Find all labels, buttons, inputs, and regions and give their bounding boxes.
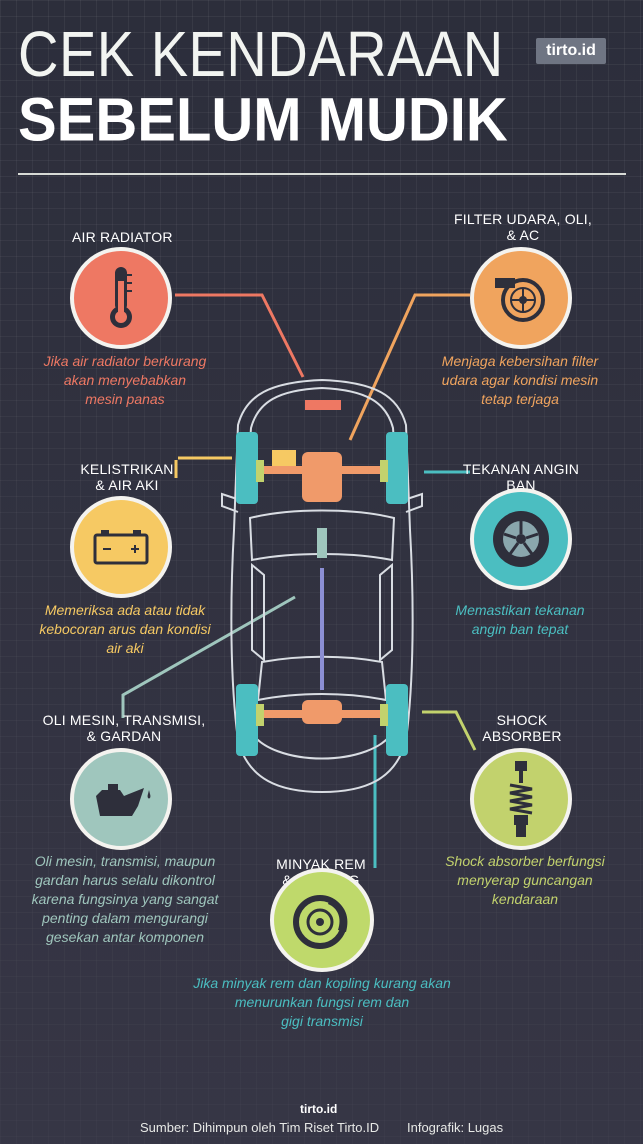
footer-logo: tirto.id bbox=[300, 1102, 338, 1116]
battery-description: Memeriksa ada atau tidak kebocoran arus … bbox=[39, 602, 211, 656]
wheel-rear-right bbox=[386, 684, 408, 756]
oil-can-icon bbox=[96, 784, 151, 816]
transmission-part bbox=[317, 528, 327, 558]
connector-filter bbox=[348, 293, 470, 441]
oil-label: OLI MESIN, TRANSMISI, & GARDAN bbox=[42, 712, 206, 744]
tirto-logo: tirto.id bbox=[536, 38, 606, 64]
differential bbox=[302, 700, 342, 724]
radiator-description: Jika air radiator berkurang akan menyeba… bbox=[43, 353, 207, 407]
filter-label: FILTER UDARA, OLI, & AC bbox=[454, 211, 592, 243]
footer-source: Sumber: Dihimpun oleh Tim Riset Tirto.ID bbox=[140, 1120, 380, 1135]
filter-description: Menjaga kebersihan filter udara agar kon… bbox=[441, 353, 599, 407]
header-divider bbox=[18, 173, 626, 175]
tire-description: Memastikan tekanan angin ban tepat bbox=[455, 602, 585, 637]
engine-block bbox=[302, 452, 342, 502]
footer-credit: Infografik: Lugas bbox=[407, 1120, 504, 1135]
title-line-1: CEK KENDARAAN bbox=[18, 17, 504, 90]
radiator-circle bbox=[70, 247, 172, 349]
shock-label: SHOCK ABSORBER bbox=[482, 712, 562, 744]
battery-circle bbox=[70, 496, 172, 598]
filter-circle bbox=[470, 247, 572, 349]
oil-description: Oli mesin, transmisi, maupun gardan haru… bbox=[31, 853, 219, 945]
connector-oil bbox=[121, 595, 296, 718]
shock-rear-right bbox=[380, 704, 388, 726]
shock-front-right bbox=[380, 460, 388, 482]
shock-description: Shock absorber berfungsi menyerap guncan… bbox=[445, 853, 605, 907]
title-line-2: SEBELUM MUDIK bbox=[18, 85, 508, 155]
battery-label: KELISTRIKAN & AIR AKI bbox=[80, 461, 174, 493]
brake-circle bbox=[270, 868, 374, 972]
radiator-label: AIR RADIATOR bbox=[72, 229, 173, 245]
battery-icon bbox=[93, 530, 149, 565]
thermometer-icon bbox=[110, 267, 132, 328]
shock-front-left bbox=[256, 460, 264, 482]
battery-part bbox=[272, 450, 296, 466]
connector-radiator bbox=[175, 293, 305, 378]
wheel-front-left bbox=[236, 432, 258, 504]
brake-description: Jika minyak rem dan kopling kurang akan … bbox=[193, 975, 451, 1029]
oil-circle bbox=[70, 748, 172, 850]
shock-circle bbox=[470, 748, 572, 850]
shock-rear-left bbox=[256, 704, 264, 726]
radiator-part bbox=[305, 400, 341, 410]
shock-absorber-icon bbox=[509, 761, 533, 837]
turbo-fan-icon bbox=[495, 278, 545, 322]
wheel-icon bbox=[493, 511, 549, 567]
connector-shock bbox=[422, 710, 477, 751]
wheel-front-right bbox=[386, 432, 408, 504]
wheel-rear-left bbox=[236, 684, 258, 756]
brake-disc-icon bbox=[293, 895, 348, 949]
tire-circle bbox=[470, 488, 572, 590]
